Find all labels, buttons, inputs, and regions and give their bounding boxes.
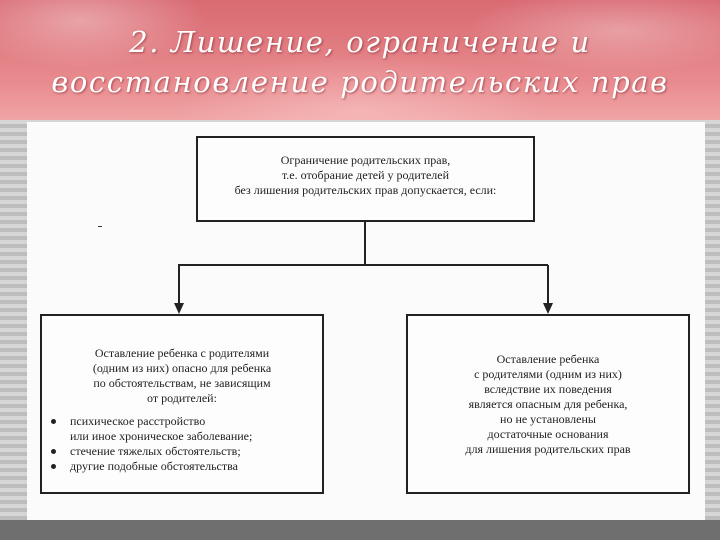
bullet-text: психическое расстройство [70,414,206,428]
bullet-item: другие подобные обстоятельства [51,459,310,474]
scanned-diagram: Ограничение родительских прав, т.е. отоб… [27,122,705,520]
bullet-dot-icon [51,464,56,469]
bullet-text: стечение тяжелых обстоятельств; [70,444,241,458]
right-box-line-7: для лишения родительских прав [465,442,631,456]
right-box-line-2: с родителями (одним из них) [474,367,622,381]
bullet-item: стечение тяжелых обстоятельств; [51,444,310,459]
arrowhead-left [174,303,184,314]
left-box-line-2: (одним из них) опасно для ребенка [92,361,272,375]
right-box-line-1: Оставление ребенка [496,352,600,366]
title-line-1: 2. Лишение, ограничение и [129,25,591,59]
right-box-line-6: достаточные основания [487,427,609,441]
bullet-dot-icon [51,449,56,454]
right-box-line-4: является опасным для ребенка, [468,397,628,411]
left-box-bullets: психическое расстройство или иное хронич… [51,414,310,474]
left-box-line-1: Оставление ребенка с родителями [94,346,270,360]
left-box-line-4: от родителей: [147,391,217,405]
right-box-line-3: вследствие их поведения [484,382,612,396]
left-box-line-3: по обстоятельствам, не зависящим [93,376,271,390]
right-box-line-5: но не установлены [500,412,596,426]
header-banner: 2. Лишение, ограничение и восстановление… [0,0,720,120]
bottom-band [0,520,720,540]
top-box-line-3: без лишения родительских прав допускаетс… [234,183,497,197]
slide-title: 2. Лишение, ограничение и восстановление… [0,22,720,102]
scan-mark [98,226,102,227]
left-box: Оставление ребенка с родителями (одним и… [40,314,324,494]
bullet-dot-icon [51,419,56,424]
top-box-line-2: т.е. отобрание детей у родителей [281,168,450,182]
top-box: Ограничение родительских прав, т.е. отоб… [196,136,535,222]
bullet-item: психическое расстройство [51,414,310,429]
top-box-line-1: Ограничение родительских прав, [280,153,451,167]
bullet-continuation: или иное хроническое заболевание; [70,429,253,443]
arrowhead-right [543,303,553,314]
connector-lines [174,222,553,314]
title-line-2: восстановление родительских прав [51,65,669,99]
right-box: Оставление ребенка с родителями (одним и… [406,314,690,494]
bullet-text: другие подобные обстоятельства [70,459,238,473]
